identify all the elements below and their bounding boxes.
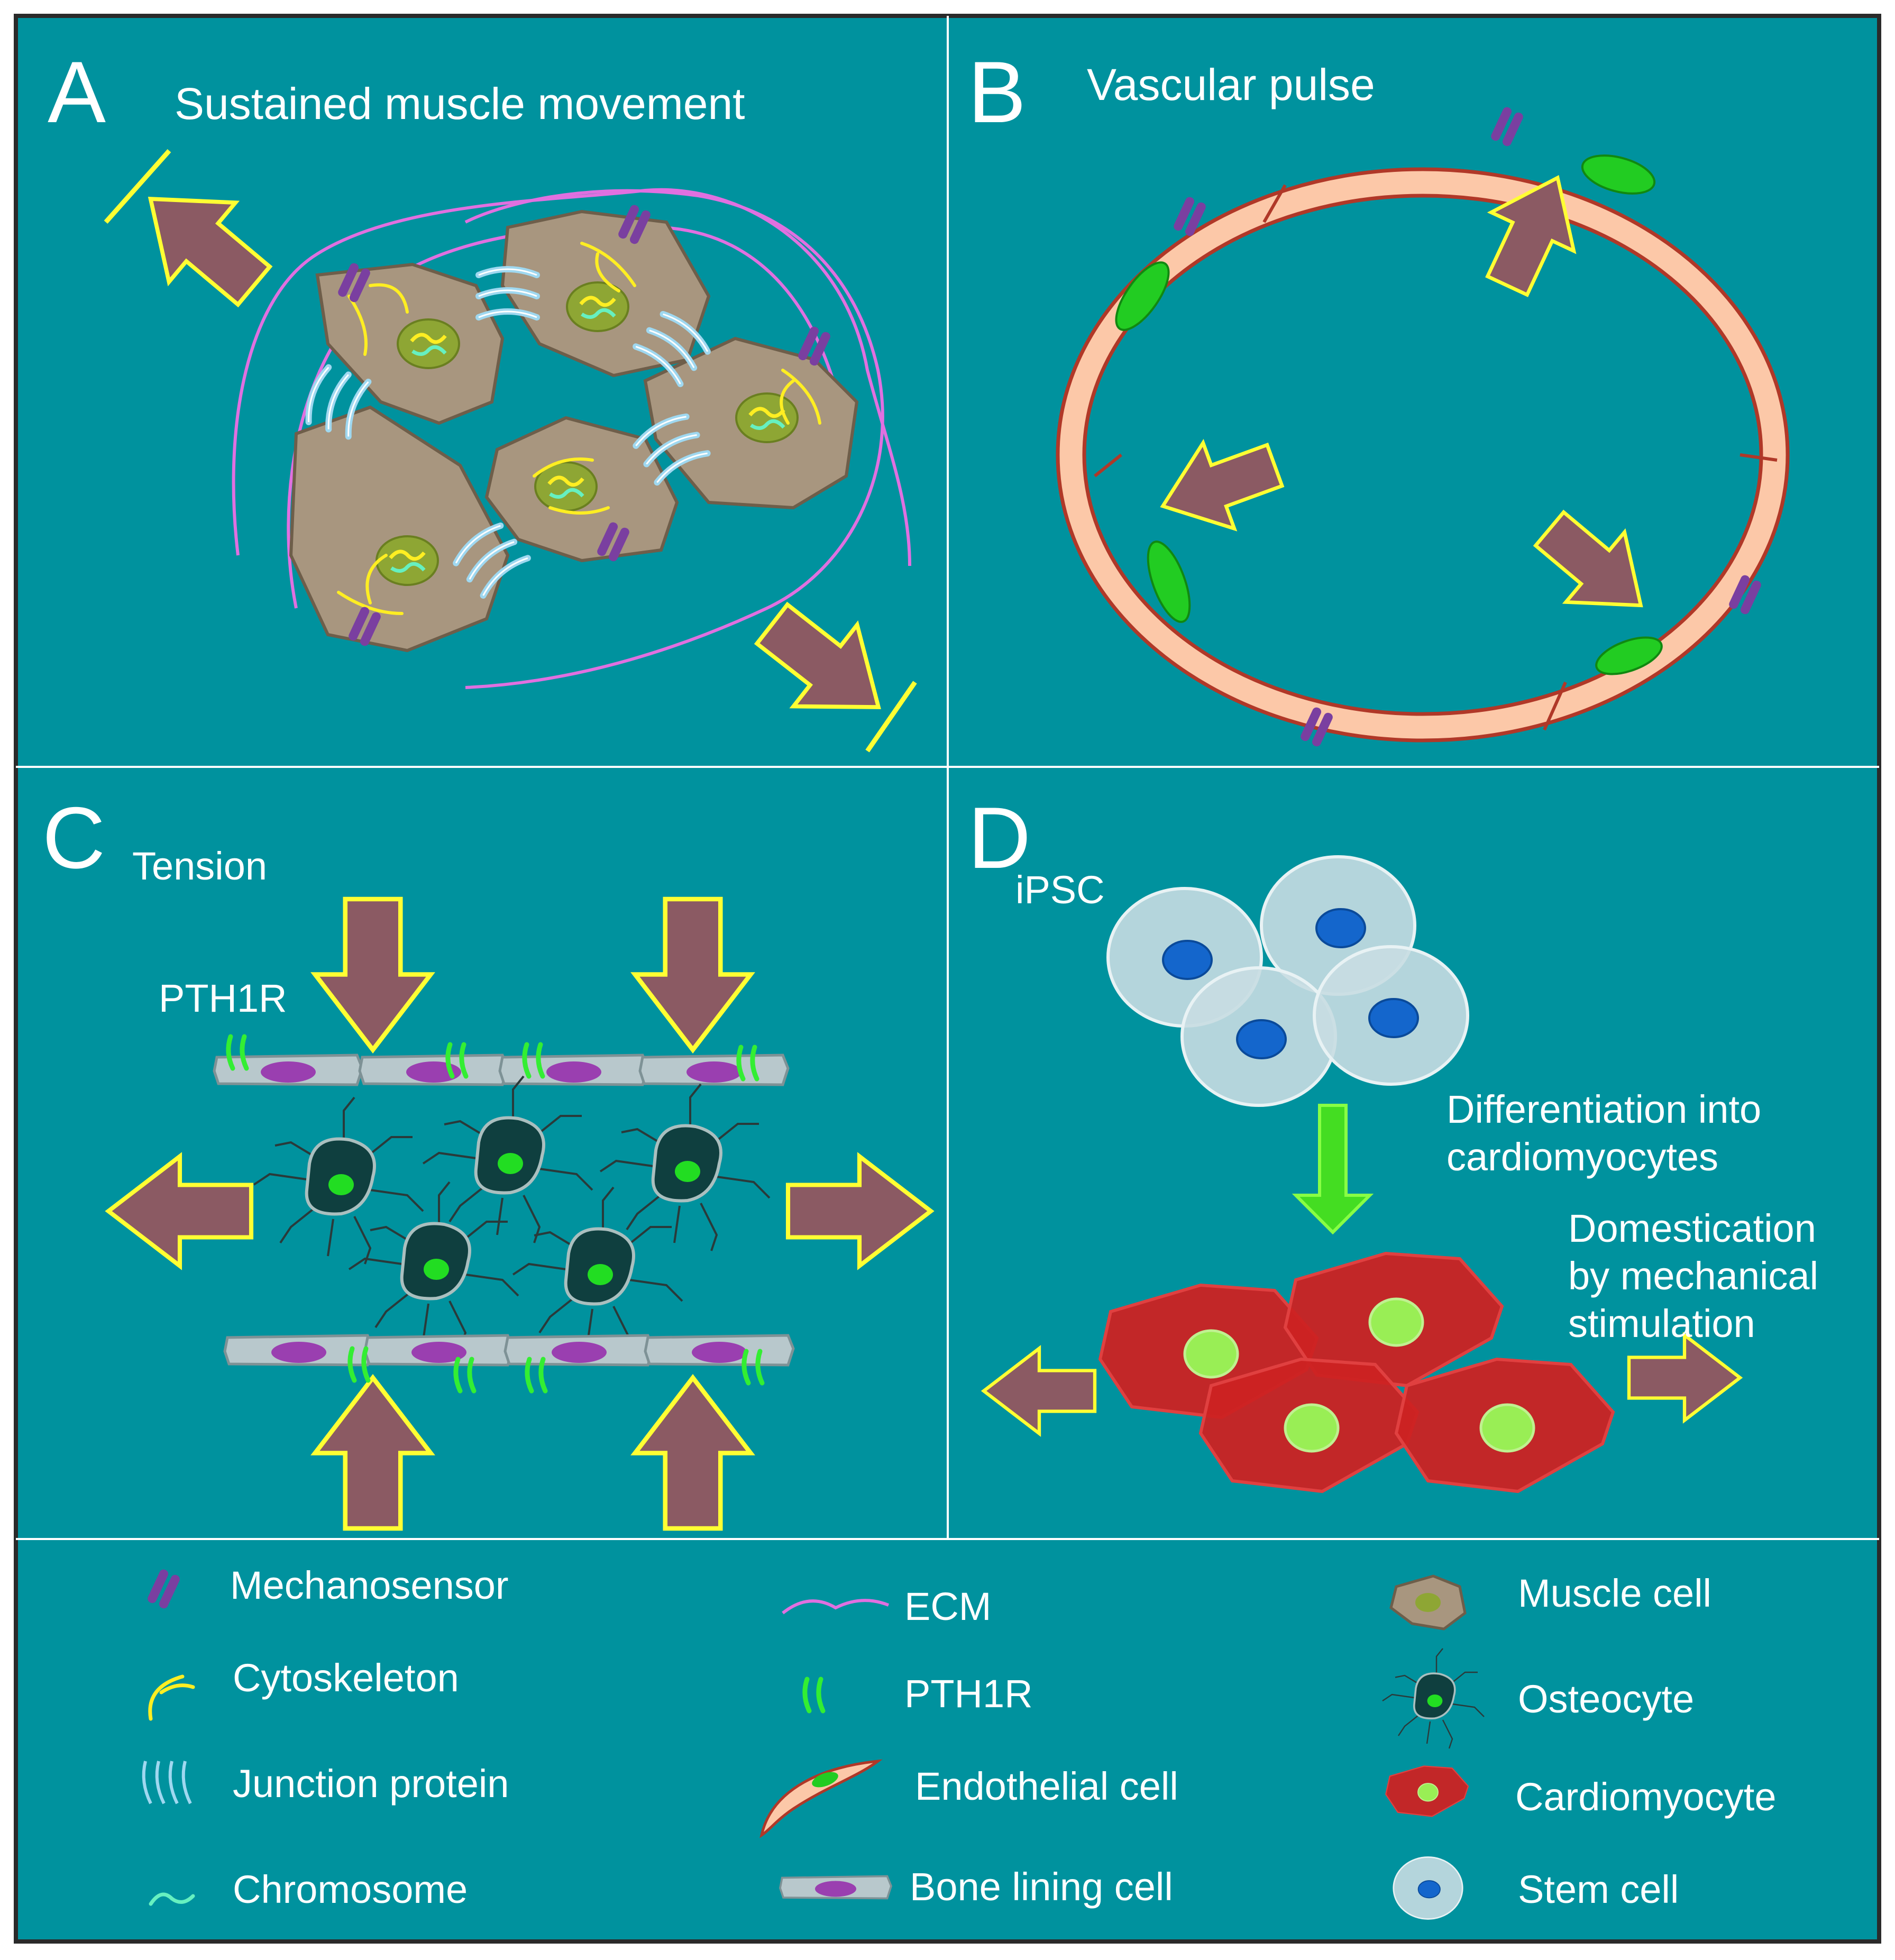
bone-lining-bottom-4 — [645, 1335, 793, 1365]
legend-label-muscle-cell: Muscle cell — [1518, 1571, 1711, 1615]
panel-d-letter: D — [968, 789, 1031, 886]
panel-c-title: Tension — [132, 844, 268, 888]
endothelial-junctions — [1094, 184, 1778, 731]
legend-label-mechanosensor: Mechanosensor — [230, 1563, 509, 1607]
bone-lining-top-1 — [214, 1055, 362, 1085]
legend-label-bone-lining-cell: Bone lining cell — [910, 1865, 1173, 1909]
ecm-icon — [782, 1599, 890, 1615]
vessel-lumen — [1082, 194, 1763, 716]
endothelial-cell-icon — [759, 1759, 883, 1838]
muscle-cell-4 — [484, 416, 679, 563]
panel-b-title: Vascular pulse — [1087, 60, 1375, 109]
endothelial-nuclei — [1115, 154, 1663, 675]
panel-d-dom-line1: Domestication — [1568, 1206, 1816, 1250]
cytoskeleton-strands — [337, 242, 821, 615]
stem-cell-icon — [1393, 1856, 1463, 1920]
panel-d-dom-line2: by mechanical — [1568, 1254, 1819, 1298]
panel-c-receptor-label: PTH1R — [159, 976, 287, 1020]
legend-label-cardiomyocyte: Cardiomyocyte — [1515, 1775, 1777, 1819]
panel-a-title: Sustained muscle movement — [175, 79, 745, 129]
bone-lining-top-4 — [640, 1055, 788, 1085]
legend-icons — [142, 1568, 1485, 1920]
panel-a-art — [104, 149, 917, 753]
muscle-cell-3 — [643, 336, 859, 510]
panel-b-art — [1056, 105, 1790, 748]
legend-label-endothelial-cell: Endothelial cell — [915, 1764, 1178, 1808]
legend-label-stem-cell: Stem cell — [1518, 1867, 1679, 1911]
legend-label-osteocyte: Osteocyte — [1518, 1677, 1695, 1721]
differentiation-arrow — [1292, 1104, 1374, 1235]
panel-d-diff-line1: Differentiation into — [1447, 1087, 1762, 1131]
muscle-cell-1 — [315, 262, 505, 425]
panel-a-letter: A — [48, 43, 106, 141]
bone-lining-top-2 — [360, 1055, 508, 1085]
panel-d-art — [984, 857, 1740, 1491]
cytoskeleton-icon — [148, 1674, 195, 1721]
panel-c-letter: C — [42, 789, 106, 886]
panel-b-letter: B — [968, 43, 1027, 141]
junction-protein-icon — [142, 1761, 192, 1805]
bone-lining-cell-icon — [779, 1875, 892, 1900]
panel-d-diff-line2: cardiomyocytes — [1447, 1135, 1719, 1179]
legend-label-pth1r: PTH1R — [904, 1672, 1033, 1716]
legend-label-cytoskeleton: Cytoskeleton — [233, 1656, 459, 1700]
stop-bar-a-bottom — [865, 681, 917, 753]
stem-cell-d4 — [1314, 947, 1468, 1084]
bone-lining-top-3 — [500, 1055, 648, 1085]
legend-label-chromosome: Chromosome — [233, 1867, 468, 1911]
bone-lining-bottom-2 — [365, 1335, 513, 1365]
panel-d-title: iPSC — [1015, 868, 1105, 912]
legend-label-ecm: ECM — [904, 1585, 992, 1628]
panel-d-dom-line3: stimulation — [1568, 1302, 1755, 1345]
muscle-cell-icon — [1389, 1574, 1467, 1631]
chromosome-icon — [149, 1892, 195, 1906]
stem-cell-d3 — [1182, 968, 1335, 1105]
stop-bar-a-top — [104, 149, 171, 224]
legend-label-junction-protein: Junction protein — [233, 1762, 509, 1806]
muscle-cell-5 — [289, 405, 510, 653]
